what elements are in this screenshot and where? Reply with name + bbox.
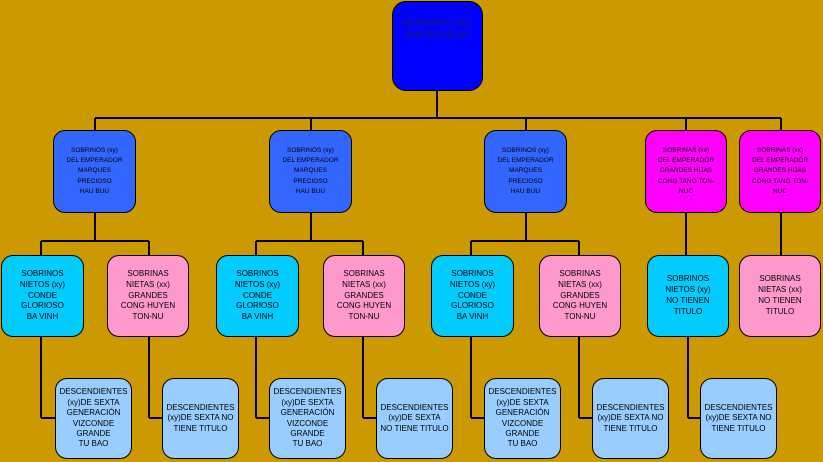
sobrinos-node-1: SOBRINOS (xy) DEL EMPERADOR MARQUES PREC…: [53, 130, 136, 213]
descendientes-sin-titulo-node-4: DESCENDIENTES (xy)DE SEXTA NO TIENE TITU…: [700, 378, 777, 459]
sobrinas-node-1: SOBRINAS (xx) DEL EMPERADOR GRANDES HIJA…: [645, 130, 727, 213]
sobrinas-nietas-node-2: SOBRINAS NIETAS (xx) GRANDES CONG HUYEN …: [323, 255, 405, 337]
sobrinos-nietos-node-3: SOBRINOS NIETOS (xy) CONDE GLORIOSO BA V…: [431, 255, 514, 337]
sobrinas-node-2: SOBRINAS (xx) DEL EMPERADOR GRANDES HIJA…: [739, 130, 821, 213]
root-node-hermano-del-emperador: HERMANO DEL EMPERADOR: [392, 1, 483, 91]
sobrinas-nietas-node-3: SOBRINAS NIETAS (xx) GRANDES CONG HUYEN …: [539, 255, 621, 337]
descendientes-vizconde-node-3: DESCENDIENTES (xy)DE SEXTA GENERACIÓN VI…: [484, 378, 561, 459]
sobrinos-node-2: SOBRINOS (xy) DEL EMPERADOR MARQUES PREC…: [269, 130, 352, 213]
descendientes-sin-titulo-node-2: DESCENDIENTES (xy)DE SEXTA NO TIENE TITU…: [376, 378, 453, 459]
descendientes-vizconde-node-1: DESCENDIENTES (xy)DE SEXTA GENERACIÓN VI…: [55, 378, 132, 459]
sobrinas-nietas-node-1: SOBRINAS NIETAS (xx) GRANDES CONG HUYEN …: [107, 255, 189, 337]
descendientes-sin-titulo-node-1: DESCENDIENTES (xy)DE SEXTA NO TIENE TITU…: [162, 378, 239, 459]
sobrinos-node-3: SOBRINOS (xy) DEL EMPERADOR MARQUES PREC…: [484, 130, 567, 213]
sobrinos-nietos-node-2: SOBRINOS NIETOS (xy) CONDE GLORIOSO BA V…: [216, 255, 299, 337]
sobrinos-nietos-sin-titulo-node: SOBRINOS NIETOS (xy) NO TIENEN TITULO: [647, 255, 729, 337]
descendientes-sin-titulo-node-3: DESCENDIENTES (xy)DE SEXTA NO TIENE TITU…: [592, 378, 669, 459]
sobrinos-nietos-node-1: SOBRINOS NIETOS (xy) CONDE GLORIOSO BA V…: [1, 255, 84, 337]
descendientes-vizconde-node-2: DESCENDIENTES (xy)DE SEXTA GENERACIÓN VI…: [269, 378, 346, 459]
sobrinas-nietas-sin-titulo-node: SOBRINAS NIETAS (xx) NO TIENEN TITULO: [739, 255, 821, 337]
